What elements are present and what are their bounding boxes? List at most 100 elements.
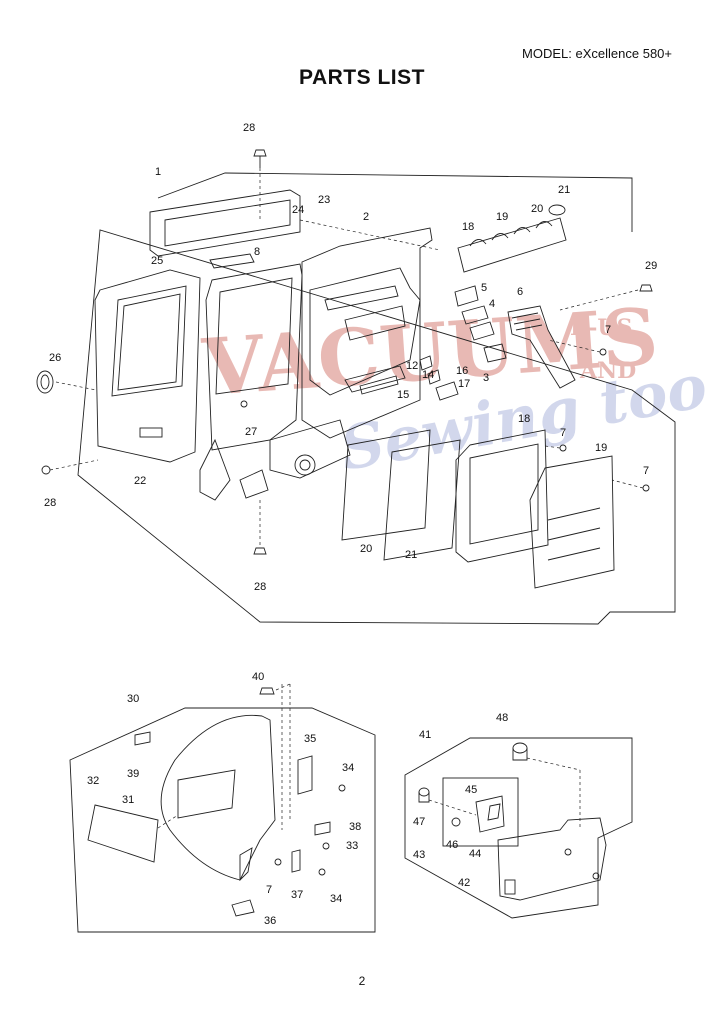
callout: 20 (531, 203, 543, 215)
callout: 46 (446, 839, 458, 851)
part-8 (209, 253, 255, 269)
callout: 24 (292, 204, 304, 216)
callout: 39 (127, 768, 139, 780)
callout: 16 (456, 365, 468, 377)
callout: 18 (518, 413, 530, 425)
part-42-bracket (497, 817, 607, 901)
part-44-plate (475, 795, 505, 833)
callout: 3 (483, 372, 489, 384)
part-17-sheet (383, 439, 461, 561)
page-number: 2 (358, 974, 366, 988)
callout: 26 (49, 352, 61, 364)
bottom-left-exploded-diagram (69, 683, 376, 933)
callout: 23 (318, 194, 330, 206)
callout: 8 (254, 246, 260, 258)
callout: 25 (151, 255, 163, 267)
callout: 41 (419, 729, 431, 741)
callout: 7 (266, 884, 272, 896)
callout: 40 (252, 671, 264, 683)
page-title: PARTS LIST (299, 66, 425, 89)
callout: 43 (413, 849, 425, 861)
part-48-pin (512, 742, 528, 761)
part-16-sheet (341, 429, 431, 541)
callout: 44 (469, 848, 481, 860)
part-38 (314, 821, 331, 836)
bottom-left-callouts: 40 30 35 39 34 32 31 38 33 7 37 34 36 (87, 671, 361, 927)
part-36 (231, 899, 255, 917)
leader-lines-bottom-left (157, 683, 291, 830)
part-11-lever (344, 365, 406, 395)
top-boundary (77, 172, 676, 625)
callout: 45 (465, 784, 477, 796)
callout: 28 (243, 122, 255, 134)
callout: 19 (496, 211, 508, 223)
callout: 38 (349, 821, 361, 833)
top-callouts: 28 1 2 23 24 25 8 18 19 20 21 29 5 6 4 7… (44, 122, 657, 593)
part-32-panel (87, 804, 159, 863)
callout: 14 (422, 369, 434, 381)
sub-assembly-box (442, 777, 519, 847)
part-19-frame (199, 263, 303, 501)
svg-text:R-US: R-US (570, 315, 633, 341)
bottom-left-boundary (69, 707, 376, 933)
callout: 21 (558, 184, 570, 196)
part-2-main-body (239, 227, 433, 499)
part-46 (451, 817, 461, 827)
callout: 29 (645, 260, 657, 272)
callout: 21 (405, 549, 417, 561)
callout: 27 (245, 426, 257, 438)
callout: 4 (489, 298, 495, 310)
top-exploded-diagram (36, 149, 676, 625)
bottom-right-boundary (404, 737, 633, 919)
callout: 36 (264, 915, 276, 927)
callout: 32 (87, 775, 99, 787)
watermark: VACUUMS R-US AND Sewing too (199, 291, 712, 484)
part-13 (435, 381, 459, 401)
callout: 5 (481, 282, 487, 294)
bottom-right-exploded-diagram (404, 737, 633, 919)
part-5-buttons (454, 285, 507, 363)
callout: 6 (517, 286, 523, 298)
callout: 34 (342, 762, 354, 774)
callout: 35 (304, 733, 316, 745)
part-20-23-strip (457, 204, 567, 273)
callout: 15 (397, 389, 409, 401)
part-display-strip (149, 189, 301, 257)
part-9 (419, 355, 433, 371)
callout: 2 (363, 211, 369, 223)
part-27-knob (36, 370, 54, 394)
bottom-right-callouts: 48 41 45 47 46 43 44 42 (413, 712, 508, 889)
part-35-bracket (297, 755, 313, 795)
callout: 17 (458, 378, 470, 390)
leader-lines-top (49, 168, 644, 545)
callout: 22 (134, 475, 146, 487)
callout: 20 (360, 543, 372, 555)
part-10 (427, 369, 441, 385)
part-30-cover (160, 714, 276, 882)
callout: 12 (406, 360, 418, 372)
callout: 47 (413, 816, 425, 828)
part-6-cable (507, 305, 576, 389)
screws-bottom-left (259, 687, 346, 876)
callout: 7 (605, 324, 611, 336)
part-39-label (134, 731, 151, 746)
callout: 30 (127, 693, 139, 705)
callout: 31 (122, 794, 134, 806)
part-47-pin (418, 787, 430, 803)
callout: 48 (496, 712, 508, 724)
callout: 18 (462, 221, 474, 233)
part-15-pcb (529, 455, 615, 589)
callout: 28 (44, 497, 56, 509)
screws-top (41, 149, 653, 555)
callout: 7 (560, 427, 566, 439)
callout: 19 (595, 442, 607, 454)
svg-text:AND: AND (579, 358, 636, 384)
callout: 33 (346, 840, 358, 852)
callout: 37 (291, 889, 303, 901)
part-45 (487, 803, 501, 821)
callout: 1 (155, 166, 161, 178)
part-14-pcb-frame (455, 429, 549, 563)
callout: 7 (643, 465, 649, 477)
callout: 42 (458, 877, 470, 889)
